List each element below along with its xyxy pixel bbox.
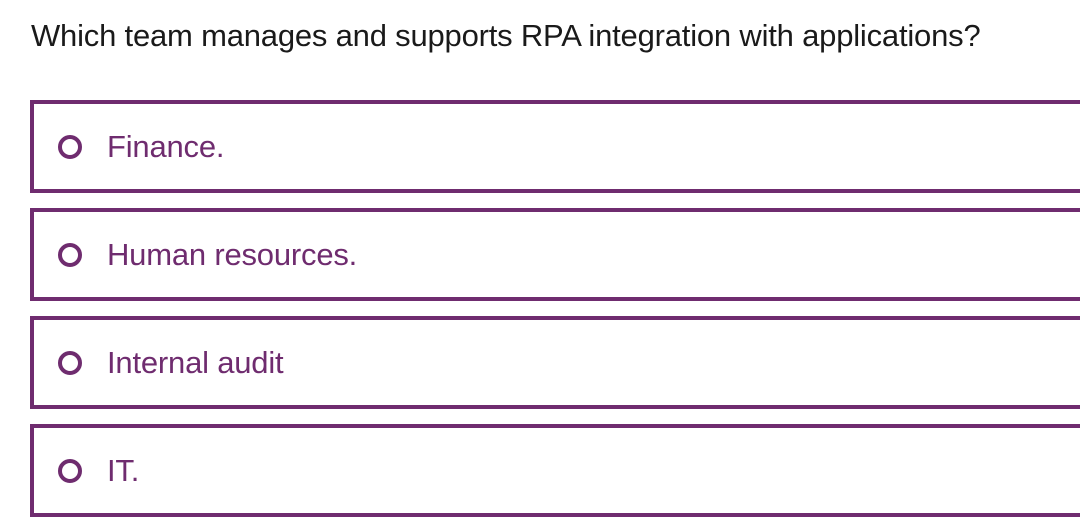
radio-unselected-icon[interactable] [58,350,82,375]
option-internal-audit[interactable]: Internal audit [30,316,1080,409]
radio-unselected-icon[interactable] [58,242,82,267]
option-it[interactable]: IT. [30,424,1080,517]
option-label: Finance. [107,128,225,164]
option-human-resources[interactable]: Human resources. [30,208,1080,301]
radio-unselected-icon[interactable] [58,134,82,159]
question-text: Which team manages and supports RPA inte… [31,18,981,53]
option-finance[interactable]: Finance. [30,100,1080,193]
answer-options: Finance. Human resources. Internal audit… [30,100,1080,524]
option-label: IT. [107,452,140,488]
radio-unselected-icon[interactable] [58,458,82,483]
option-label: Internal audit [107,344,284,380]
option-label: Human resources. [107,236,358,272]
